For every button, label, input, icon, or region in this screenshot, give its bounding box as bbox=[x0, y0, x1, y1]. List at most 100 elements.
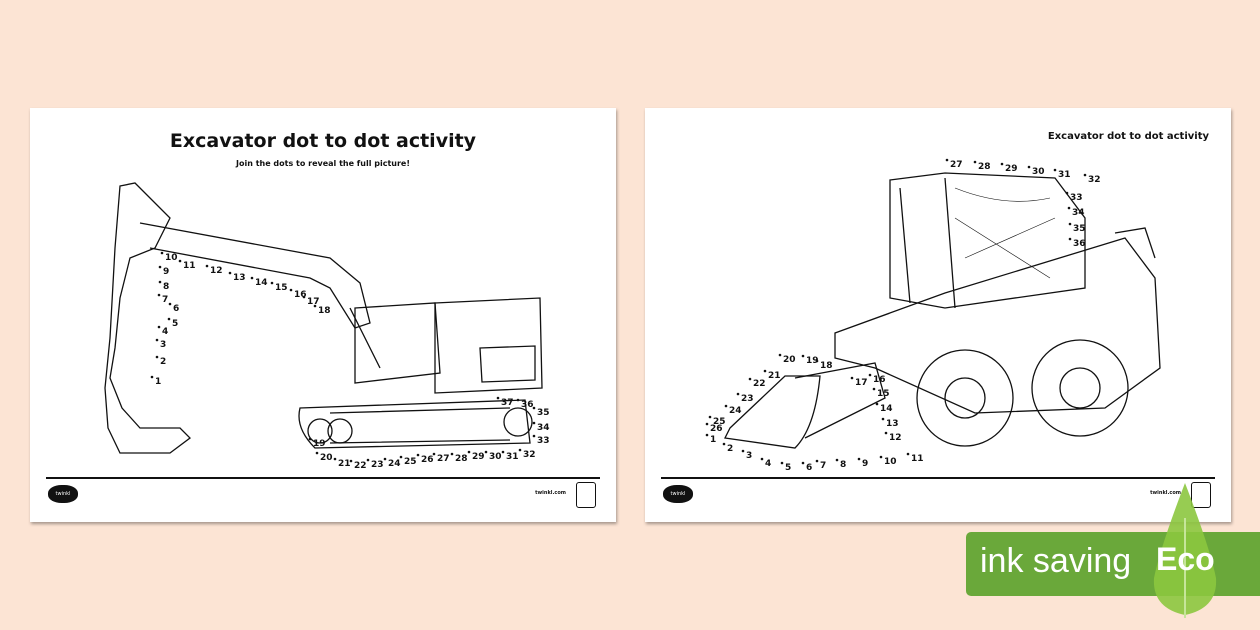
dot-number: 35 bbox=[537, 408, 550, 418]
twinkl-logo: twinkl bbox=[663, 485, 693, 503]
eco-label: ink saving bbox=[980, 542, 1132, 580]
dot bbox=[736, 392, 740, 396]
dot-number: 23 bbox=[741, 394, 754, 404]
dot bbox=[1027, 165, 1031, 169]
dot bbox=[801, 461, 805, 465]
dot-number: 14 bbox=[880, 404, 893, 414]
dot-number: 2 bbox=[727, 444, 733, 454]
dot bbox=[741, 449, 745, 453]
dot-number: 28 bbox=[455, 454, 468, 464]
dot bbox=[724, 404, 728, 408]
dot bbox=[879, 455, 883, 459]
dot bbox=[857, 457, 861, 461]
dot-number: 6 bbox=[173, 304, 179, 314]
dot-number: 12 bbox=[210, 266, 223, 276]
dot-number: 19 bbox=[313, 439, 326, 449]
dot bbox=[815, 359, 819, 363]
dot bbox=[302, 295, 306, 299]
dot bbox=[1053, 168, 1057, 172]
dot-number: 24 bbox=[388, 459, 401, 469]
dot bbox=[906, 452, 910, 456]
dot-number: 7 bbox=[820, 461, 826, 471]
dot-number: 10 bbox=[884, 457, 897, 467]
dot-number: 5 bbox=[785, 463, 791, 473]
dot bbox=[1000, 162, 1004, 166]
dot-number: 35 bbox=[1073, 224, 1086, 234]
dot bbox=[496, 396, 500, 400]
dot-number: 25 bbox=[404, 457, 417, 467]
dot bbox=[532, 406, 536, 410]
dot bbox=[157, 325, 161, 329]
dot-number: 15 bbox=[877, 389, 890, 399]
dot bbox=[875, 402, 879, 406]
dot bbox=[1065, 191, 1069, 195]
dot-number: 9 bbox=[163, 267, 169, 277]
dot bbox=[760, 457, 764, 461]
dot bbox=[1068, 222, 1072, 226]
dot bbox=[399, 455, 403, 459]
footer-url: twinkl.com bbox=[535, 490, 566, 496]
dot-number: 29 bbox=[472, 452, 485, 462]
footer-divider bbox=[46, 477, 600, 479]
worksheet-title: Excavator dot to dot activity bbox=[1047, 131, 1209, 142]
dot-number: 1 bbox=[710, 435, 716, 445]
dot-number: 24 bbox=[729, 406, 742, 416]
dot bbox=[835, 458, 839, 462]
dot bbox=[178, 259, 182, 263]
dot-number: 32 bbox=[1088, 175, 1101, 185]
dot-number: 33 bbox=[537, 436, 550, 446]
footer-url: twinkl.com bbox=[1150, 490, 1181, 496]
eco-word: Eco bbox=[1156, 541, 1215, 577]
dot bbox=[366, 458, 370, 462]
dot-number: 32 bbox=[523, 450, 536, 460]
dot bbox=[780, 461, 784, 465]
dot-number: 29 bbox=[1005, 164, 1018, 174]
dot-number: 8 bbox=[840, 460, 846, 470]
dot-number: 23 bbox=[371, 460, 384, 470]
dot-number: 4 bbox=[765, 459, 771, 469]
dot-number: 17 bbox=[307, 297, 320, 307]
dot-number: 3 bbox=[746, 451, 752, 461]
dot-number: 6 bbox=[806, 463, 812, 473]
dot bbox=[160, 251, 164, 255]
dot-number: 36 bbox=[1073, 239, 1086, 249]
dot-number: 7 bbox=[162, 295, 168, 305]
dot-number: 25 bbox=[713, 417, 726, 427]
worksheet-page-1: Excavator dot to dot activity Join the d… bbox=[30, 108, 616, 522]
dot-number: 19 bbox=[806, 356, 819, 366]
dot-number: 30 bbox=[1032, 167, 1045, 177]
dot bbox=[383, 457, 387, 461]
dot bbox=[270, 281, 274, 285]
dot bbox=[158, 280, 162, 284]
dot bbox=[516, 398, 520, 402]
dot bbox=[250, 276, 254, 280]
dot bbox=[155, 355, 159, 359]
dot bbox=[155, 338, 159, 342]
dot bbox=[973, 160, 977, 164]
dot-number: 27 bbox=[437, 454, 450, 464]
dot bbox=[450, 452, 454, 456]
dot-number: 27 bbox=[950, 160, 963, 170]
dot bbox=[850, 376, 854, 380]
dot bbox=[881, 417, 885, 421]
worksheet-subtitle: Join the dots to reveal the full picture… bbox=[236, 159, 410, 168]
dot-number: 33 bbox=[1070, 193, 1083, 203]
dot-number: 9 bbox=[862, 459, 868, 469]
dot-number: 22 bbox=[354, 461, 367, 471]
dot bbox=[884, 431, 888, 435]
dot-number: 15 bbox=[275, 283, 288, 293]
dot-number: 26 bbox=[710, 424, 723, 434]
twinkl-logo: twinkl bbox=[48, 485, 78, 503]
excavator-drawing bbox=[104, 182, 543, 454]
dot bbox=[708, 415, 712, 419]
dot-number: 31 bbox=[506, 452, 519, 462]
dot-number: 18 bbox=[318, 306, 331, 316]
footer-divider bbox=[661, 477, 1215, 479]
dot-number: 37 bbox=[501, 398, 514, 408]
dot bbox=[313, 304, 317, 308]
dot-number: 28 bbox=[978, 162, 991, 172]
dot-number: 16 bbox=[873, 375, 886, 385]
dot bbox=[167, 317, 171, 321]
dot-number: 13 bbox=[233, 273, 246, 283]
